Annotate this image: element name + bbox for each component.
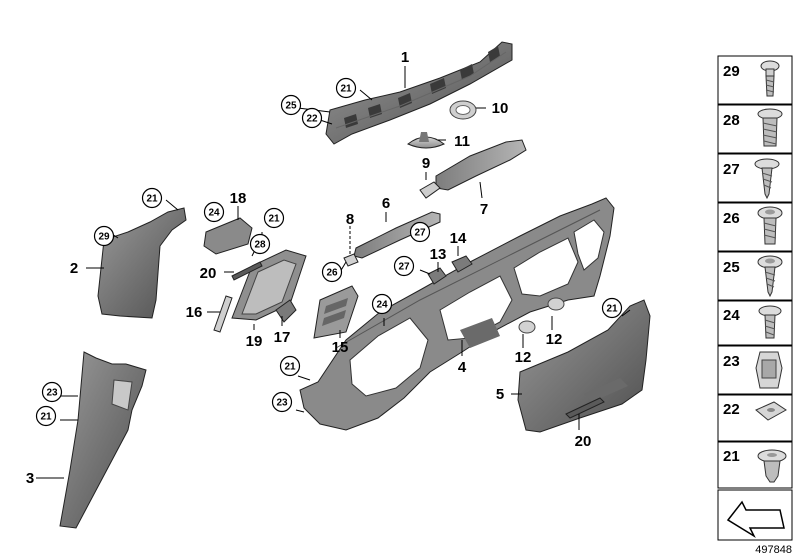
fastener-legend: 29 28 27 26 25 24 23 22 21 bbox=[717, 55, 793, 541]
circled-27-a: 27 bbox=[414, 228, 426, 239]
part-11-holder bbox=[407, 132, 445, 149]
circled-24-a: 24 bbox=[208, 208, 220, 219]
label-19: 19 bbox=[246, 333, 263, 350]
label-13: 13 bbox=[430, 246, 447, 263]
reference-number: 497848 bbox=[755, 544, 792, 556]
label-16: 16 bbox=[186, 304, 203, 321]
direction-arrow-icon bbox=[726, 500, 785, 539]
label-20b: 20 bbox=[575, 433, 592, 450]
label-6: 6 bbox=[382, 195, 390, 212]
part-1-upper-trim bbox=[325, 41, 513, 145]
label-12b: 12 bbox=[546, 331, 563, 348]
circled-21-c: 21 bbox=[268, 214, 280, 225]
sheet-nut-22-icon bbox=[755, 401, 787, 421]
circled-labels bbox=[35, 77, 623, 427]
legend-num-29: 29 bbox=[723, 63, 740, 80]
legend-num-28: 28 bbox=[723, 112, 740, 129]
part-13-14-brackets bbox=[427, 255, 473, 285]
screw-24-icon bbox=[758, 305, 782, 339]
legend-num-25: 25 bbox=[723, 259, 740, 276]
part-number-labels: 1 10 11 9 7 6 8 18 2 20 16 19 17 15 13 1… bbox=[26, 49, 592, 487]
part-15-grille-panel bbox=[313, 285, 359, 339]
part-7-cover bbox=[435, 139, 527, 191]
part-3-b-pillar-trim bbox=[59, 351, 147, 529]
screw-29-icon bbox=[760, 60, 780, 97]
legend-num-21: 21 bbox=[723, 448, 740, 465]
part-8-fastener bbox=[343, 253, 359, 267]
label-20a: 20 bbox=[200, 265, 217, 282]
part-20-strip-right bbox=[565, 397, 605, 419]
part-10-ring bbox=[449, 100, 477, 120]
circled-21-b: 21 bbox=[146, 194, 158, 205]
label-9: 9 bbox=[422, 155, 430, 172]
circled-21-d: 21 bbox=[606, 304, 618, 315]
label-3: 3 bbox=[26, 470, 34, 487]
circled-21-a: 21 bbox=[340, 84, 352, 95]
circled-24-b: 24 bbox=[376, 300, 388, 311]
part-2-pillar-trim bbox=[97, 207, 187, 319]
part-5-side-trim bbox=[517, 299, 651, 433]
part-12-clips bbox=[518, 297, 565, 334]
circled-26: 26 bbox=[326, 268, 338, 279]
label-18: 18 bbox=[230, 190, 247, 207]
legend-num-26: 26 bbox=[723, 210, 740, 227]
screw-28-icon bbox=[757, 108, 783, 147]
circled-23-b: 23 bbox=[46, 388, 58, 399]
legend-num-24: 24 bbox=[723, 307, 740, 324]
label-15: 15 bbox=[332, 339, 349, 356]
circled-29: 29 bbox=[98, 232, 110, 243]
part-18-bracket bbox=[203, 217, 253, 255]
legend-num-22: 22 bbox=[723, 401, 740, 418]
expanding-rivet-21-icon bbox=[757, 449, 787, 483]
tapping-screw-27-icon bbox=[754, 158, 780, 200]
label-4: 4 bbox=[458, 359, 467, 376]
label-11: 11 bbox=[454, 133, 470, 150]
circled-28: 28 bbox=[254, 240, 266, 251]
label-17: 17 bbox=[274, 329, 291, 346]
circled-21-e: 21 bbox=[284, 362, 296, 373]
clip-nut-23-icon bbox=[755, 351, 783, 389]
legend-num-27: 27 bbox=[723, 161, 740, 178]
circled-22: 22 bbox=[306, 114, 318, 125]
part-9-cap bbox=[419, 181, 441, 199]
circled-label-text: 21 25 22 21 29 24 21 28 26 27 27 24 21 2… bbox=[40, 84, 618, 423]
part-4-rear-panel-carrier bbox=[299, 197, 615, 431]
tapping-screw-25-icon bbox=[757, 255, 783, 298]
part-17-bracket bbox=[275, 299, 297, 323]
part-20-strip-left bbox=[231, 261, 263, 281]
circled-27-b: 27 bbox=[398, 262, 410, 273]
circled-21-f: 21 bbox=[40, 412, 52, 423]
legend-num-23: 23 bbox=[723, 353, 740, 370]
label-5: 5 bbox=[496, 386, 504, 403]
part-16-strip bbox=[213, 295, 233, 333]
label-12a: 12 bbox=[515, 349, 532, 366]
circled-23-a: 23 bbox=[276, 398, 288, 409]
label-7: 7 bbox=[480, 201, 488, 218]
screw-26-icon bbox=[757, 206, 783, 245]
label-2: 2 bbox=[70, 260, 78, 277]
label-1: 1 bbox=[401, 49, 409, 66]
circled-25: 25 bbox=[285, 101, 297, 112]
label-14: 14 bbox=[450, 230, 467, 247]
label-8: 8 bbox=[346, 211, 354, 228]
label-10: 10 bbox=[492, 100, 509, 117]
